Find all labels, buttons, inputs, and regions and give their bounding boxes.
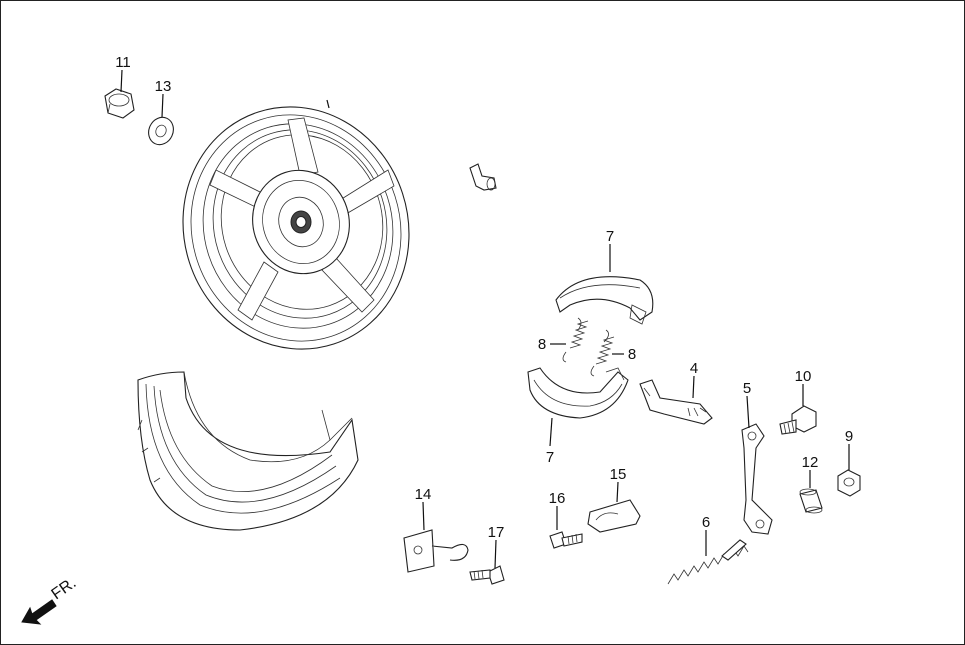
brake-shoe-upper <box>555 276 654 325</box>
bracket-bolt <box>469 565 505 585</box>
arm-bolt <box>779 405 817 435</box>
callout-8-right: 8 <box>628 346 636 363</box>
clamp-bolt <box>549 531 583 549</box>
callout-labels: 11 13 7 8 8 7 4 5 10 9 12 6 14 16 15 17 <box>115 54 853 541</box>
front-direction-arrow: FR. <box>21 575 80 625</box>
wheel-rim <box>182 99 410 350</box>
brake-spring-left <box>562 317 589 363</box>
callout-8-left: 8 <box>538 336 546 353</box>
callout-7-upper: 7 <box>606 228 614 245</box>
callout-5: 5 <box>743 380 751 397</box>
tire-valve <box>469 163 497 191</box>
joint-pin <box>799 488 823 514</box>
callout-10: 10 <box>795 368 812 385</box>
cam-nut <box>837 469 861 497</box>
callout-15: 15 <box>610 466 627 483</box>
brake-spring-right <box>590 329 615 377</box>
callout-14: 14 <box>415 486 432 503</box>
callout-6: 6 <box>702 514 710 531</box>
callout-4: 4 <box>690 360 698 377</box>
front-direction-label: FR. <box>49 575 80 604</box>
tire <box>137 371 359 531</box>
cable-clamp <box>587 499 641 533</box>
brake-shoe-lower <box>527 367 629 419</box>
leader-lines <box>120 69 850 569</box>
return-spring <box>667 539 749 585</box>
callout-17: 17 <box>488 524 505 541</box>
callout-11: 11 <box>115 54 131 71</box>
cable-bracket <box>403 529 469 573</box>
axle-nut <box>104 88 135 119</box>
callout-16: 16 <box>549 490 566 507</box>
callout-7-lower: 7 <box>546 449 554 466</box>
callout-9: 9 <box>845 428 853 445</box>
brake-arm <box>741 423 773 535</box>
brake-camshaft <box>639 379 713 425</box>
callout-12: 12 <box>802 454 819 471</box>
callout-13: 13 <box>155 78 172 95</box>
washer <box>148 116 174 146</box>
